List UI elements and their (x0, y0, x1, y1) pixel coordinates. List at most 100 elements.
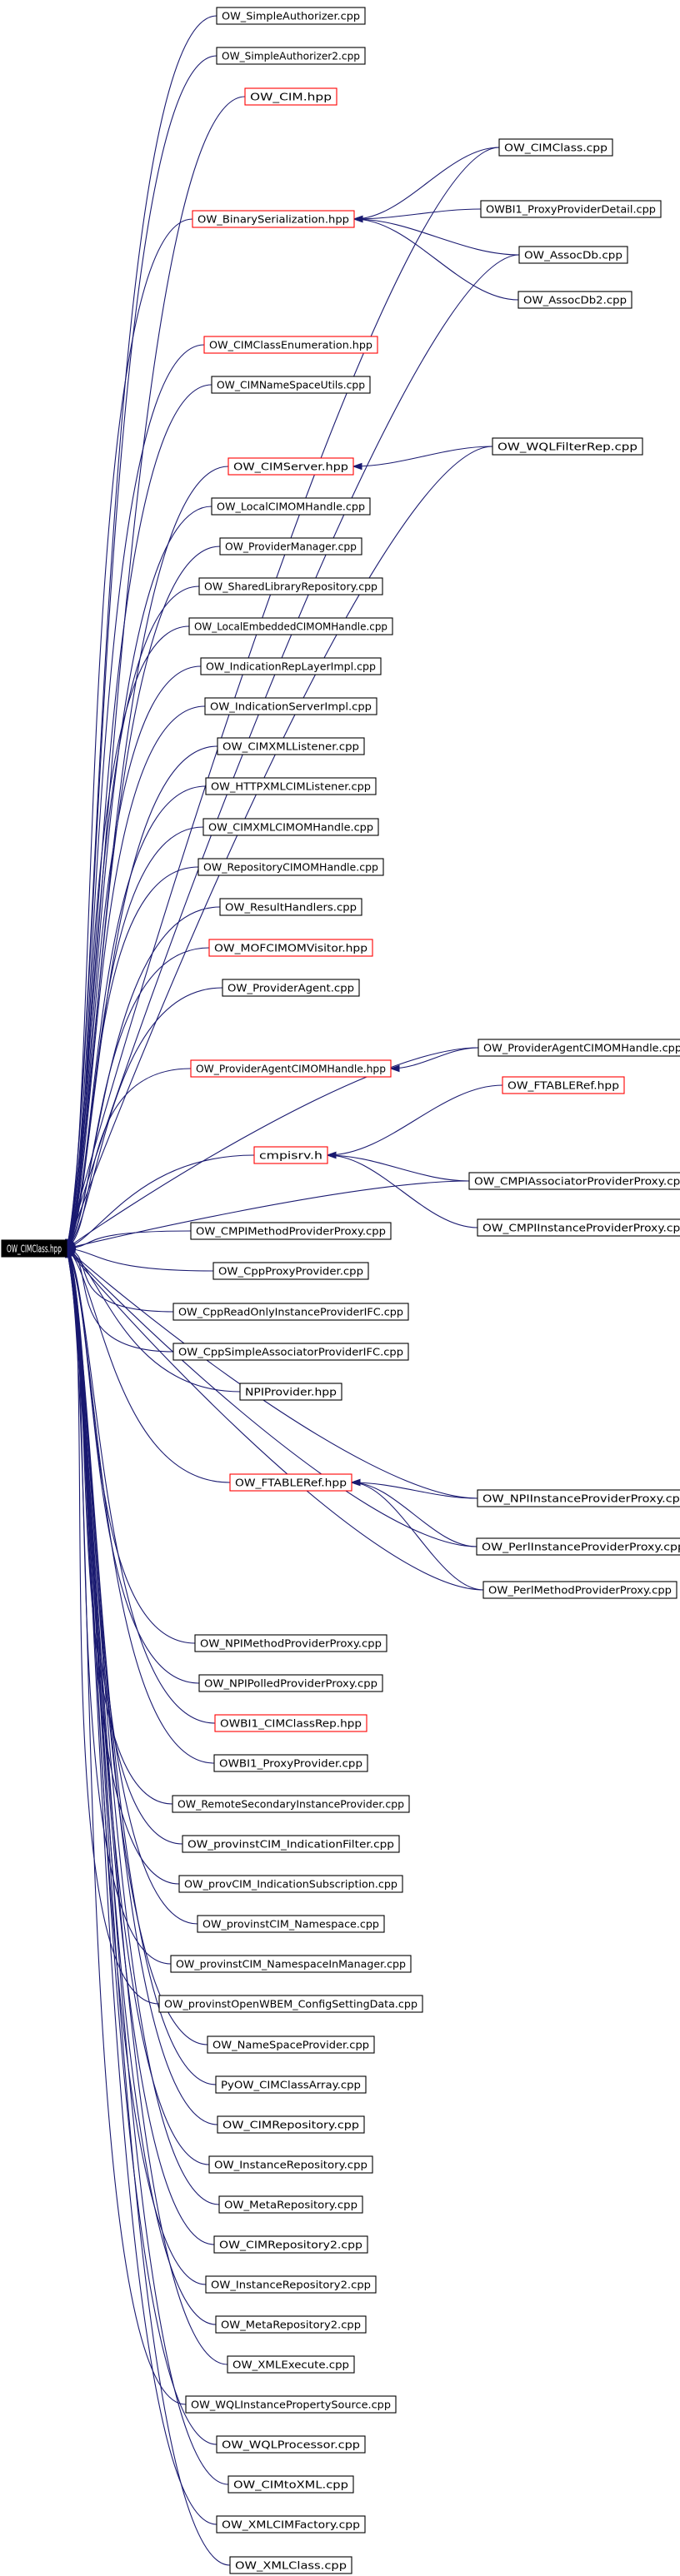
node-n45[interactable]: OW_InstanceRepository2.cpp (205, 2275, 377, 2294)
node-n29[interactable]: OW_NPIMethodProviderProxy.cpp (194, 1634, 388, 1652)
node-n9[interactable]: OW_ProviderManager.cpp (219, 537, 362, 556)
root-node-root[interactable]: OW_CIMClass.hpp (1, 1239, 68, 1258)
node-m8[interactable]: OW_CMPIAssociatorProviderProxy.cpp (468, 1172, 680, 1190)
node-n34[interactable]: OW_provinstCIM_IndicationFilter.cpp (182, 1835, 400, 1853)
node-m9[interactable]: OW_CMPIInstanceProviderProxy.cpp (477, 1218, 680, 1237)
node-label: OW_LocalCIMOMHandle.cpp (217, 501, 365, 513)
edge-n2-to-root (66, 55, 218, 1249)
node-label: OWBI1_ProxyProvider.cpp (219, 1757, 362, 1770)
node-n33[interactable]: OW_RemoteSecondaryInstanceProvider.cpp (172, 1795, 410, 1813)
node-label: OW_CIMServer.hpp (233, 461, 348, 473)
node-n6[interactable]: OW_CIMNameSpaceUtils.cpp (211, 376, 371, 394)
node-n48[interactable]: OW_WQLInstancePropertySource.cpp (185, 2395, 397, 2414)
node-n16[interactable]: OW_CIMXMLCIMOMHandle.cpp (202, 818, 379, 836)
node-n3[interactable]: OW_CIM.hpp (244, 87, 338, 106)
node-n40[interactable]: PyOW_CIMClassArray.cpp (215, 2075, 367, 2094)
edge-m12-to-root (66, 1248, 484, 1591)
node-n4[interactable]: OW_BinarySerialization.hpp (192, 210, 355, 228)
node-label: OW_MetaRepository.cpp (224, 2199, 358, 2211)
node-box (229, 2556, 352, 2574)
node-n23[interactable]: OW_CMPIMethodProviderProxy.cpp (190, 1222, 392, 1240)
node-n32[interactable]: OWBI1_ProxyProvider.cpp (213, 1754, 368, 1772)
node-n5[interactable]: OW_CIMClassEnumeration.hpp (203, 336, 378, 354)
node-n52[interactable]: OW_XMLClass.cpp (229, 2556, 352, 2574)
node-box (211, 376, 371, 394)
node-label: OW_RemoteSecondaryInstanceProvider.cpp (178, 1798, 404, 1811)
node-n28[interactable]: OW_FTABLERef.hpp (229, 1473, 352, 1492)
node-n25[interactable]: OW_CppReadOnlyInstanceProviderIFC.cpp (172, 1303, 409, 1321)
node-n30[interactable]: OW_NPIPolledProviderProxy.cpp (198, 1674, 383, 1692)
node-m12[interactable]: OW_PerlMethodProviderProxy.cpp (482, 1581, 678, 1599)
node-n7[interactable]: OW_CIMServer.hpp (228, 457, 354, 476)
node-box (244, 87, 338, 106)
edge-m5-to-n7-arrowhead (352, 462, 362, 471)
edge-n41-to-root (66, 1248, 218, 2125)
node-m5[interactable]: OW_WQLFilterRep.cpp (492, 437, 643, 456)
node-n14[interactable]: OW_CIMXMLListener.cpp (217, 737, 365, 755)
node-n35[interactable]: OW_provCIM_IndicationSubscription.cpp (178, 1875, 403, 1893)
node-label: OW_CIMNameSpaceUtils.cpp (217, 379, 365, 391)
edge-n46-to-root (66, 1248, 217, 2325)
node-n10[interactable]: OW_SharedLibraryRepository.cpp (198, 577, 383, 595)
node-m4[interactable]: OW_AssocDb2.cpp (518, 291, 632, 309)
node-box (216, 2435, 366, 2454)
node-n43[interactable]: OW_MetaRepository.cpp (218, 2195, 363, 2214)
node-n12[interactable]: OW_IndicationRepLayerImpl.cpp (200, 657, 382, 675)
node-n26[interactable]: OW_CppSimpleAssociatorProviderIFC.cpp (172, 1343, 409, 1361)
node-n49[interactable]: OW_WQLProcessor.cpp (216, 2435, 366, 2454)
node-box (253, 1146, 328, 1164)
node-box (213, 2235, 368, 2254)
node-label: OW_IndicationRepLayerImpl.cpp (206, 660, 376, 673)
node-n27[interactable]: NPIProvider.hpp (239, 1383, 342, 1401)
node-n31[interactable]: OWBI1_CIMClassRep.hpp (214, 1714, 368, 1732)
node-box (190, 1059, 392, 1078)
node-n22[interactable]: cmpisrv.h (253, 1146, 328, 1164)
node-m1[interactable]: OW_CIMClass.cpp (498, 138, 613, 157)
node-n44[interactable]: OW_CIMRepository2.cpp (213, 2235, 368, 2254)
node-n18[interactable]: OW_ResultHandlers.cpp (219, 898, 362, 916)
node-box (197, 1915, 385, 1933)
node-n39[interactable]: OW_NameSpaceProvider.cpp (207, 2035, 375, 2054)
node-label: OW_provCIM_IndicationSubscription.cpp (184, 1878, 398, 1891)
edge-n28-to-root (66, 1248, 231, 1483)
node-n47[interactable]: OW_XMLExecute.cpp (227, 2355, 355, 2374)
node-n51[interactable]: OW_XMLCIMFactory.cpp (216, 2515, 366, 2534)
node-n50[interactable]: OW_CIMtoXML.cpp (228, 2475, 354, 2494)
node-n46[interactable]: OW_MetaRepository2.cpp (215, 2315, 367, 2334)
node-n15[interactable]: OW_HTTPXMLCIMListener.cpp (205, 777, 377, 795)
node-m2[interactable]: OWBI1_ProxyProviderDetail.cpp (480, 200, 662, 218)
node-n8[interactable]: OW_LocalCIMOMHandle.cpp (211, 497, 371, 516)
node-label: OW_CIMXMLCIMOMHandle.cpp (208, 821, 373, 834)
node-n20[interactable]: OW_ProviderAgent.cpp (222, 979, 360, 997)
node-n2[interactable]: OW_SimpleAuthorizer2.cpp (216, 47, 366, 65)
node-n21[interactable]: OW_ProviderAgentCIMOMHandle.hpp (190, 1059, 392, 1078)
node-label: OW_SimpleAuthorizer.cpp (222, 10, 360, 22)
node-label: OW_ProviderAgent.cpp (228, 982, 354, 994)
node-label: OW_InstanceRepository.cpp (214, 2159, 368, 2171)
edge-m8-to-n22 (327, 1154, 470, 1182)
node-n42[interactable]: OW_InstanceRepository.cpp (208, 2155, 373, 2174)
node-n38[interactable]: OW_provinstOpenWBEM_ConfigSettingData.cp… (158, 1995, 423, 2013)
node-box (1, 1239, 68, 1258)
node-n41[interactable]: OW_CIMRepository.cpp (217, 2115, 365, 2134)
node-m6[interactable]: OW_ProviderAgentCIMOMHandle.cpp (478, 1039, 680, 1057)
node-box (198, 858, 384, 876)
node-box (476, 1537, 680, 1556)
node-n11[interactable]: OW_LocalEmbeddedCIMOMHandle.cpp (188, 617, 393, 635)
node-label: OW_provinstCIM_Namespace.cpp (202, 1918, 379, 1931)
node-m3[interactable]: OW_AssocDb.cpp (518, 246, 628, 264)
node-label: OW_ProviderAgentCIMOMHandle.cpp (483, 1042, 680, 1054)
edge-n5-to-root (66, 344, 205, 1249)
node-n13[interactable]: OW_IndicationServerImpl.cpp (204, 697, 378, 715)
node-m7[interactable]: OW_FTABLERef.hpp (502, 1076, 625, 1094)
node-m11[interactable]: OW_PerlInstanceProviderProxy.cpp (476, 1537, 680, 1556)
node-n19[interactable]: OW_MOFCIMOMVisitor.hpp (208, 939, 373, 957)
node-box (477, 1489, 680, 1507)
node-n36[interactable]: OW_provinstCIM_Namespace.cpp (197, 1915, 385, 1933)
node-label: OW_CIMClassEnumeration.hpp (209, 339, 372, 351)
node-m10[interactable]: OW_NPIInstanceProviderProxy.cpp (477, 1489, 680, 1507)
node-n37[interactable]: OW_provinstCIM_NamespaceInManager.cpp (170, 1955, 412, 1973)
node-n17[interactable]: OW_RepositoryCIMOMHandle.cpp (198, 858, 384, 876)
node-n1[interactable]: OW_SimpleAuthorizer.cpp (216, 7, 366, 25)
node-n24[interactable]: OW_CppProxyProvider.cpp (212, 1262, 369, 1280)
